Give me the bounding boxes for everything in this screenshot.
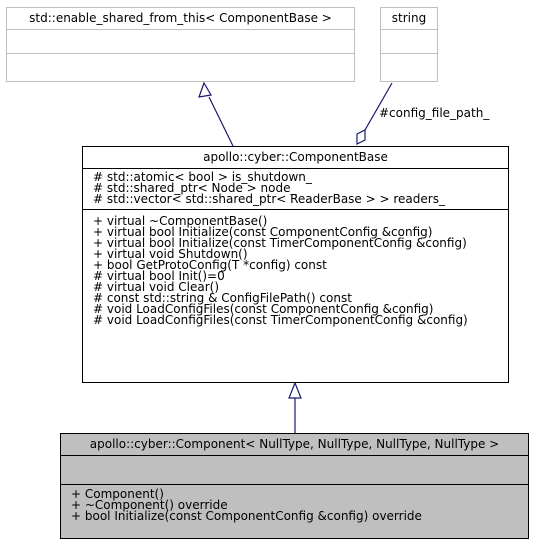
method: # virtual bool Init()=0 <box>93 269 225 283</box>
attributes-section <box>7 29 354 53</box>
method: # const std::string & ConfigFilePath() c… <box>93 291 352 305</box>
attributes-section <box>381 29 437 53</box>
class-name: std::enable_shared_from_this< ComponentB… <box>29 11 332 25</box>
inheritance-arrowhead <box>198 81 212 98</box>
method: + bool Initialize(const ComponentConfig … <box>71 509 422 523</box>
class-name: apollo::cyber::ComponentBase <box>203 150 388 164</box>
method: + virtual bool Initialize(const TimerCom… <box>93 236 467 250</box>
method: # void LoadConfigFiles(const ComponentCo… <box>93 302 434 316</box>
methods-section <box>7 53 354 78</box>
inheritance-arrowhead <box>288 381 302 399</box>
attribute: # std::atomic< bool > is_shutdown_ <box>93 170 312 184</box>
method: + virtual void Shutdown() <box>93 247 248 261</box>
method: + bool GetProtoConfig(T *config) const <box>93 258 327 272</box>
class-box-component-base[interactable]: apollo::cyber::ComponentBase # std::atom… <box>82 146 509 383</box>
attribute: # std::shared_ptr< Node > node_ <box>93 181 297 195</box>
attribute: # std::vector< std::shared_ptr< ReaderBa… <box>93 192 445 206</box>
method: + ~Component() override <box>71 498 228 512</box>
method: + virtual ~ComponentBase() <box>93 214 268 228</box>
class-box-enable-shared-from-this[interactable]: std::enable_shared_from_this< ComponentB… <box>6 7 355 82</box>
methods-section: + virtual ~ComponentBase() + virtual boo… <box>83 209 508 330</box>
method: + Component() <box>71 487 164 501</box>
class-name: string <box>391 11 427 25</box>
class-name: apollo::cyber::Component< NullType, Null… <box>89 437 500 451</box>
class-box-string[interactable]: string <box>380 7 438 82</box>
attributes-section <box>61 455 528 484</box>
method: + virtual bool Initialize(const Componen… <box>93 225 433 239</box>
aggregation-edge-string-to-base <box>356 82 393 145</box>
aggregation-diamond <box>356 129 366 145</box>
method: # void LoadConfigFiles(const TimerCompon… <box>93 313 468 327</box>
class-box-component[interactable]: apollo::cyber::Component< NullType, Null… <box>60 433 529 539</box>
methods-section: + Component() + ~Component() override + … <box>61 484 528 526</box>
inheritance-edge-component-to-base <box>288 381 302 433</box>
method: # virtual void Clear() <box>93 280 220 294</box>
inheritance-edge-base-to-enable-shared <box>198 81 234 147</box>
attributes-section: # std::atomic< bool > is_shutdown_ # std… <box>83 168 508 209</box>
aggregation-label: #config_file_path_ <box>379 106 490 120</box>
methods-section <box>381 53 437 78</box>
